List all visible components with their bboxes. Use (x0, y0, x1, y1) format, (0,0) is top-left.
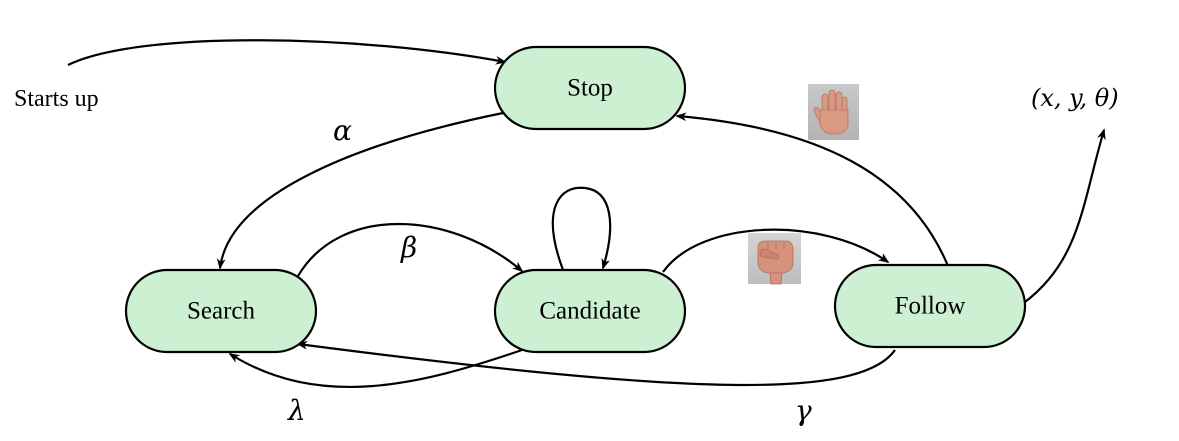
edges (67, 39, 1106, 388)
node-search-label: Search (187, 298, 256, 325)
node-search: Search (124, 268, 318, 354)
open-palm-hand-icon (808, 84, 859, 140)
edge-label-beta: β (400, 231, 417, 264)
edge-start-to-stop (67, 39, 507, 66)
node-candidate: Candidate (493, 268, 687, 354)
edge-search-to-candidate-beta (297, 223, 524, 277)
edge-follow-to-search-gamma (296, 340, 896, 387)
edge-label-gamma: γ (795, 394, 812, 427)
node-stop-label: Stop (567, 75, 613, 102)
edge-stop-to-search-alpha (216, 111, 504, 270)
edge-candidate-to-follow (662, 228, 890, 273)
start-label: Starts up (14, 86, 99, 112)
edge-follow-to-output (1024, 128, 1106, 303)
node-follow-label: Follow (895, 293, 966, 320)
edge-candidate-self-loop (551, 186, 612, 271)
edge-label-lambda: λ (287, 394, 306, 427)
edge-candidate-to-search-lambda (228, 348, 523, 388)
node-candidate-label: Candidate (539, 298, 640, 325)
closed-fist-hand-icon (748, 233, 801, 285)
node-follow: Follow (833, 263, 1027, 349)
edge-follow-to-stop (675, 112, 950, 267)
output-label: (x, y, θ) (1031, 84, 1119, 112)
edge-label-alpha: α (333, 114, 352, 147)
node-stop: Stop (493, 45, 687, 131)
